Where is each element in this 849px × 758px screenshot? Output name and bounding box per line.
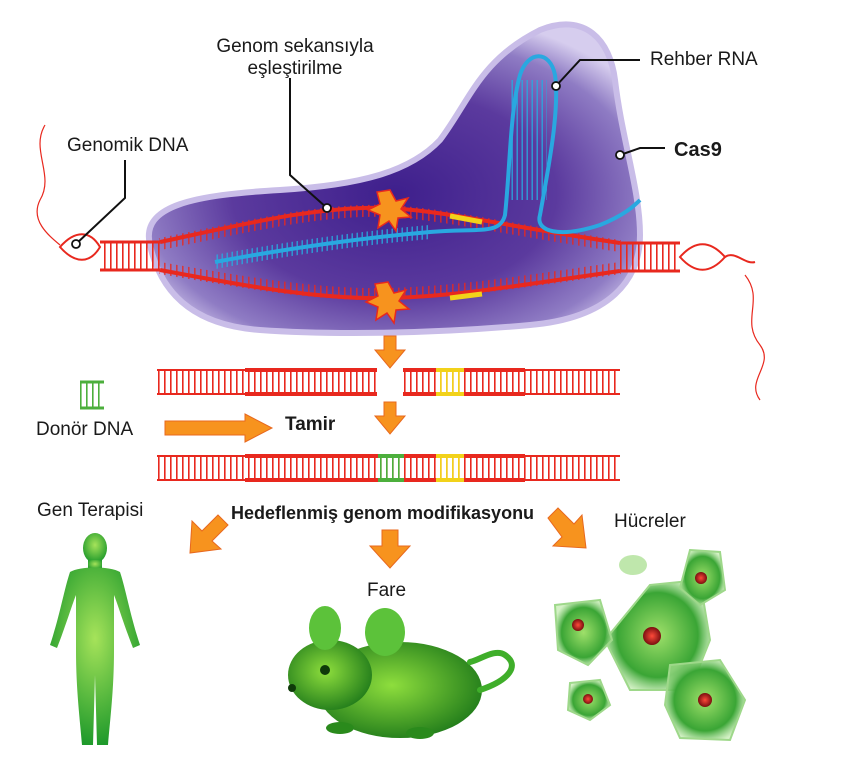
- dna-tail-left: [36, 124, 61, 246]
- arrow-down-right-icon: [547, 507, 587, 549]
- arrow-right-icon: [164, 413, 274, 443]
- arrow-down-icon: [373, 401, 407, 435]
- gene-therapy-label: Gen Terapisi: [37, 500, 144, 521]
- human-silhouette: [50, 533, 140, 745]
- arrow-down-icon: [368, 529, 412, 569]
- starburst-icon: [364, 281, 411, 325]
- genomic-dna-label: Genomik DNA: [67, 135, 189, 156]
- guide-rna: [213, 54, 642, 269]
- cas9-label: Cas9: [674, 139, 722, 161]
- mouse-label: Fare: [367, 580, 407, 601]
- leader-markers: [71, 81, 625, 249]
- arrow-down-left-icon: [189, 514, 229, 554]
- cells-label: Hücreler: [614, 511, 686, 532]
- starburst-icon: [366, 189, 413, 233]
- donor-dna-icon: [80, 380, 104, 410]
- guide-rna-label: Rehber RNA: [650, 49, 758, 70]
- mouse-figure: [288, 606, 515, 739]
- arrow-down-icon: [373, 335, 407, 369]
- genome-match-label: Genom sekansıyla eşleştirilme: [216, 36, 374, 79]
- dna-tail-right: [744, 274, 765, 401]
- repaired-dna: [157, 454, 620, 482]
- cut-dna: [157, 368, 620, 396]
- repair-label: Tamir: [285, 414, 336, 435]
- donor-dna-label: Donör DNA: [36, 419, 134, 440]
- targeted-modification-label: Hedeflenmiş genom modifikasyonu: [231, 503, 535, 523]
- leader-lines: [75, 59, 665, 245]
- cell-cluster: [553, 548, 747, 742]
